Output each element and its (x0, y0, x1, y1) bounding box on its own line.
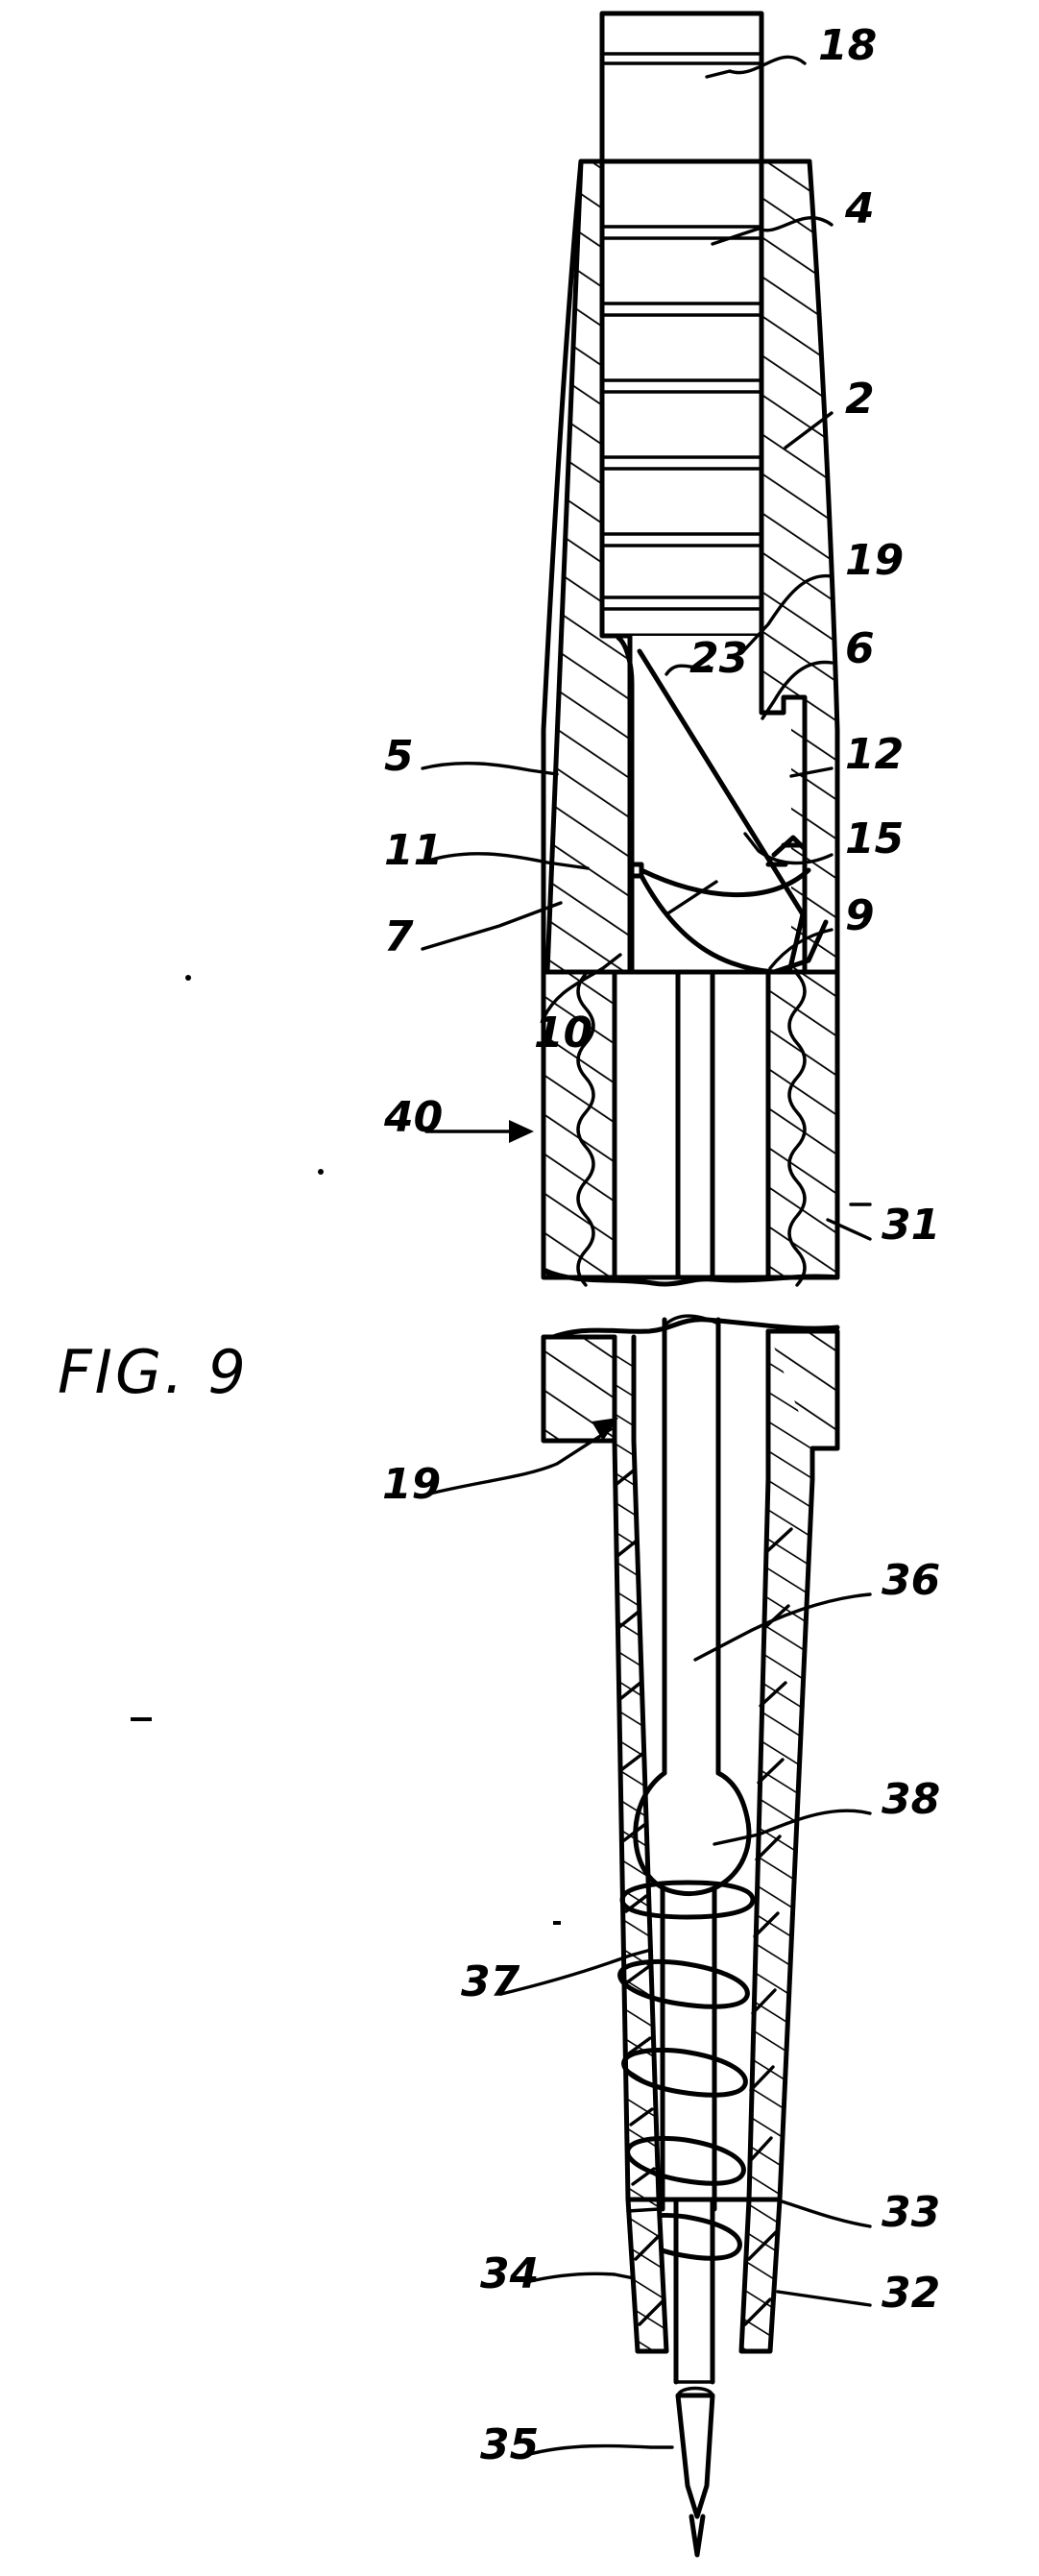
leader-11 (421, 852, 590, 870)
reference-numeral-12: 12 (845, 730, 904, 779)
leader-32 (776, 2290, 872, 2307)
break-line-lower (541, 1317, 840, 1344)
reference-numeral-33: 33 (882, 2188, 940, 2237)
reference-numeral-36: 36 (882, 1556, 940, 1605)
reference-numeral-5: 5 (384, 732, 414, 781)
tip-right-hatching (743, 2230, 778, 2326)
leader-38 (713, 1809, 872, 1846)
reference-numeral-15: 15 (845, 814, 904, 863)
leader-2 (784, 411, 834, 450)
reference-numeral-38: 38 (882, 1775, 940, 1824)
inner-cartridge (599, 11, 764, 639)
leader-7 (421, 901, 563, 951)
reference-numeral-23: 23 (689, 634, 748, 683)
reference-numeral-11: 11 (384, 826, 443, 875)
threaded-adapter-31 (541, 969, 840, 1287)
reference-numeral-32: 32 (882, 2269, 940, 2318)
upper-assembly (541, 11, 840, 1287)
lower-assembly (541, 1314, 840, 2558)
tip-left-hatching (634, 2232, 666, 2326)
figure-label: FIG. 9 (58, 1337, 249, 1407)
reference-numeral-40: 40 (383, 1093, 443, 1142)
valve-stem-36 (633, 1314, 752, 1897)
leader-15 (743, 832, 834, 865)
break-line-upper (541, 1267, 840, 1287)
reference-numeral-37: 37 (461, 1957, 520, 2006)
leader-23 (664, 664, 711, 676)
leader-19 (741, 573, 834, 653)
internal-valve-chamber (616, 633, 829, 975)
leader-33 (780, 2199, 872, 2228)
reference-numeral-10: 10 (534, 1009, 592, 1057)
leader-35 (524, 2443, 674, 2457)
leader-36 (693, 1592, 872, 1662)
leader-31 (826, 1218, 872, 1241)
scan-speck (185, 975, 191, 981)
reference-numeral-19: 19 (845, 536, 904, 585)
auger-screw-37 (617, 1880, 756, 2261)
leader-34 (524, 2272, 636, 2284)
scan-dash (553, 1921, 561, 1925)
reference-numeral-31: 31 (882, 1201, 940, 1250)
leader-40-arrowhead (509, 1120, 534, 1143)
reference-numeral-2: 2 (845, 375, 875, 424)
leader-19-lower-arrowhead (592, 1418, 618, 1441)
leader-4 (711, 216, 834, 246)
scan-speck (318, 1169, 324, 1175)
reference-numeral-18: 18 (818, 21, 877, 70)
nozzle-tip-32 (625, 2197, 783, 2558)
reference-numeral-19b: 19 (382, 1460, 441, 1509)
reference-numeral-7: 7 (384, 912, 414, 961)
nozzle-wall-right-33 (746, 1328, 815, 2202)
leader-10 (542, 953, 622, 1020)
leader-lines (421, 55, 872, 2457)
leader-12 (789, 766, 834, 778)
nozzle-wall-right-hatching (748, 1527, 793, 2163)
leader-37 (499, 1948, 653, 1996)
scan-dash (131, 1717, 152, 1721)
leader-19-lower (424, 1427, 613, 1496)
reference-numeral-34: 34 (480, 2249, 539, 2298)
leader-9 (768, 928, 834, 970)
reference-numeral-layer: 18 4 2 19 6 23 12 15 9 5 11 7 10 40 31 19 36 38 37 33 34 32 35 (382, 21, 940, 2469)
reference-numeral-35: 35 (480, 2420, 539, 2469)
leader-6 (761, 660, 834, 720)
leader-18 (705, 55, 807, 79)
reference-numeral-4: 4 (844, 184, 875, 233)
reference-numeral-9: 9 (845, 891, 875, 940)
reference-numeral-6: 6 (845, 624, 875, 673)
leader-5 (421, 761, 559, 776)
